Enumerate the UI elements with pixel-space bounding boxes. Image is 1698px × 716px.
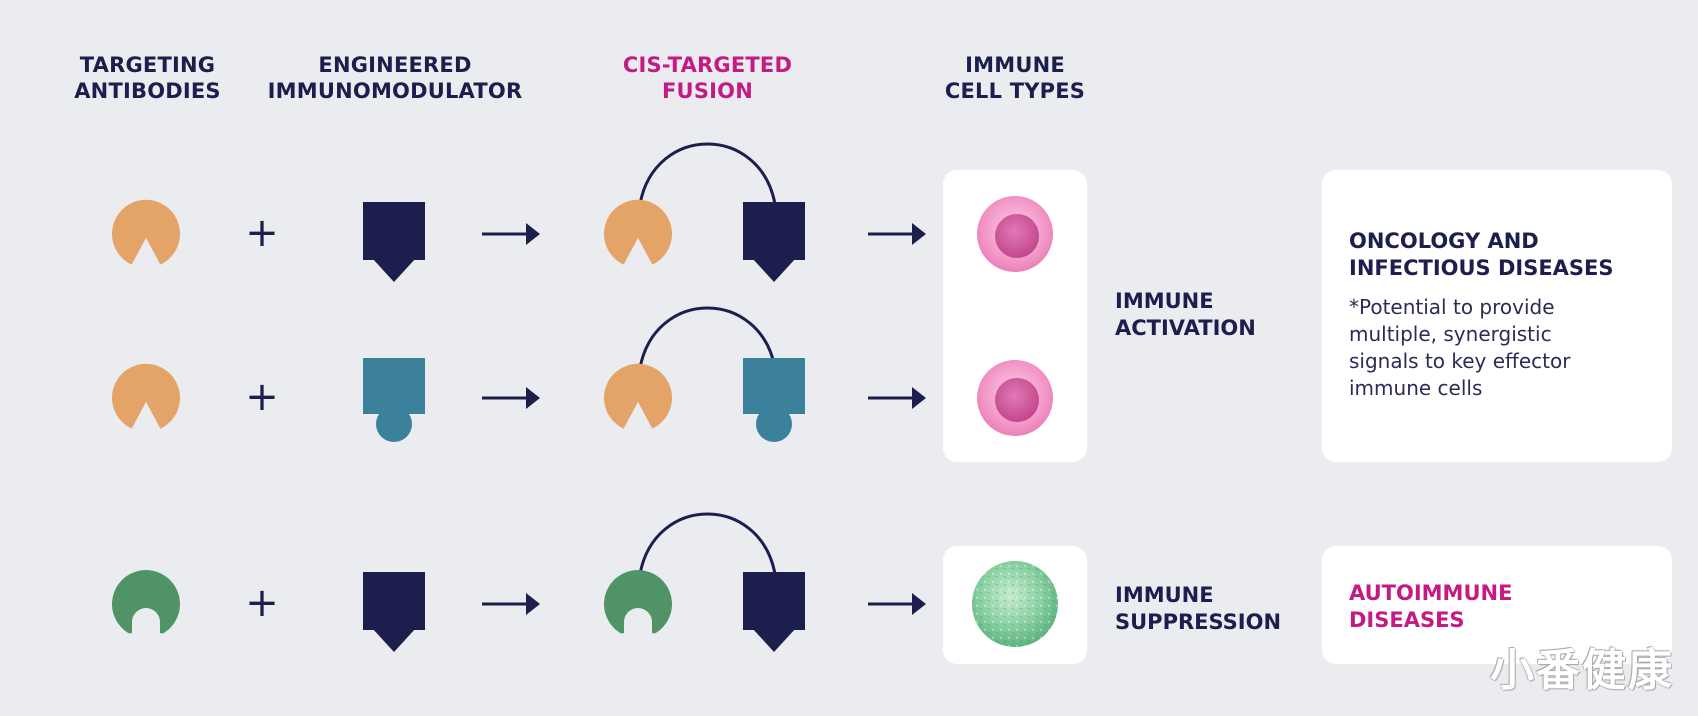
modulator-triangle (752, 628, 796, 652)
antibody-1 (112, 199, 180, 265)
cell-texture (972, 561, 1058, 647)
fusion-modulator-3 (743, 572, 805, 652)
fusion-antibody-1 (604, 199, 672, 265)
header-line: CIS-TARGETED (622, 53, 793, 77)
modulator-square (743, 572, 805, 630)
modulator-circle (376, 406, 412, 442)
fusion-antibody-2 (604, 363, 672, 429)
modulator-3 (363, 572, 425, 652)
header-line: TARGETING (79, 53, 216, 77)
cell-nucleus (995, 378, 1039, 422)
body-line: immune cells (1349, 376, 1483, 400)
immune-cell-pink (977, 360, 1053, 436)
arrow-head (526, 593, 540, 615)
fusion-linker (638, 512, 777, 575)
body-line: *Potential to provide (1349, 295, 1555, 319)
modulator-square (363, 572, 425, 630)
modulator-square (743, 202, 805, 260)
header-cis-targeted-fusion: CIS-TARGETED FUSION (595, 52, 820, 104)
label-immune-activation: IMMUNE ACTIVATION (1115, 288, 1256, 342)
header-line: IMMUNOMODULATOR (267, 79, 523, 103)
arrow-head (526, 387, 540, 409)
modulator-triangle (372, 258, 416, 282)
modulator-square (363, 358, 425, 414)
modulator-square (743, 358, 805, 414)
antibody-pacman-shape (112, 199, 180, 265)
header-line: FUSION (662, 79, 753, 103)
label-line: IMMUNE (1115, 583, 1214, 607)
antibody-horseshoe-shape (604, 570, 672, 634)
header-targeting-antibodies: TARGETING ANTIBODIES (55, 52, 240, 104)
watermark: 小番健康 (1490, 645, 1674, 696)
antibody-horseshoe-shape (112, 570, 180, 634)
title-line: DISEASES (1349, 608, 1465, 632)
header-line: IMMUNE (965, 53, 1065, 77)
title-line: AUTOIMMUNE (1349, 581, 1513, 605)
cell-nucleus (995, 214, 1039, 258)
arrow-head (912, 387, 926, 409)
header-immune-cell-types: IMMUNE CELL TYPES (925, 52, 1105, 104)
body-line: multiple, synergistic (1349, 322, 1552, 346)
body-line: signals to key effector (1349, 349, 1571, 373)
oncology-description: *Potential to provide multiple, synergis… (1349, 294, 1570, 402)
header-engineered-immunomodulator: ENGINEERED IMMUNOMODULATOR (250, 52, 540, 104)
plus-sign: + (245, 210, 279, 256)
autoimmune-title: AUTOIMMUNE DISEASES (1349, 580, 1512, 634)
card-autoimmune (1322, 546, 1672, 664)
arrow-head (912, 223, 926, 245)
modulator-square (363, 202, 425, 260)
header-line: CELL TYPES (944, 79, 1086, 103)
label-line: IMMUNE (1115, 289, 1214, 313)
header-line: ANTIBODIES (74, 79, 221, 103)
modulator-2 (363, 358, 425, 442)
arrow-head (912, 593, 926, 615)
antibody-2 (112, 363, 180, 429)
antibody-3 (112, 570, 180, 634)
fusion-modulator-1 (743, 202, 805, 282)
title-line: ONCOLOGY AND (1349, 229, 1539, 253)
fusion-linker (638, 142, 777, 205)
plus-sign: + (245, 580, 279, 626)
fusion-linker (638, 306, 777, 369)
antibody-pacman-shape (604, 199, 672, 265)
fusion-antibody-3 (604, 570, 672, 634)
oncology-title: ONCOLOGY AND INFECTIOUS DISEASES (1349, 228, 1614, 282)
antibody-pacman-shape (604, 363, 672, 429)
header-line: ENGINEERED (318, 53, 472, 77)
arrow-head (526, 223, 540, 245)
antibody-pacman-shape (112, 363, 180, 429)
immune-cell-green (972, 561, 1058, 647)
label-immune-suppression: IMMUNE SUPPRESSION (1115, 582, 1281, 636)
title-line: INFECTIOUS DISEASES (1349, 256, 1614, 280)
modulator-1 (363, 202, 425, 282)
fusion-modulator-2 (743, 358, 805, 442)
modulator-triangle (752, 258, 796, 282)
modulator-triangle (372, 628, 416, 652)
modulator-circle (756, 406, 792, 442)
label-line: SUPPRESSION (1115, 610, 1282, 634)
card-oncology (1322, 170, 1672, 462)
label-line: ACTIVATION (1115, 316, 1256, 340)
immune-cell-pink (977, 196, 1053, 272)
plus-sign: + (245, 374, 279, 420)
